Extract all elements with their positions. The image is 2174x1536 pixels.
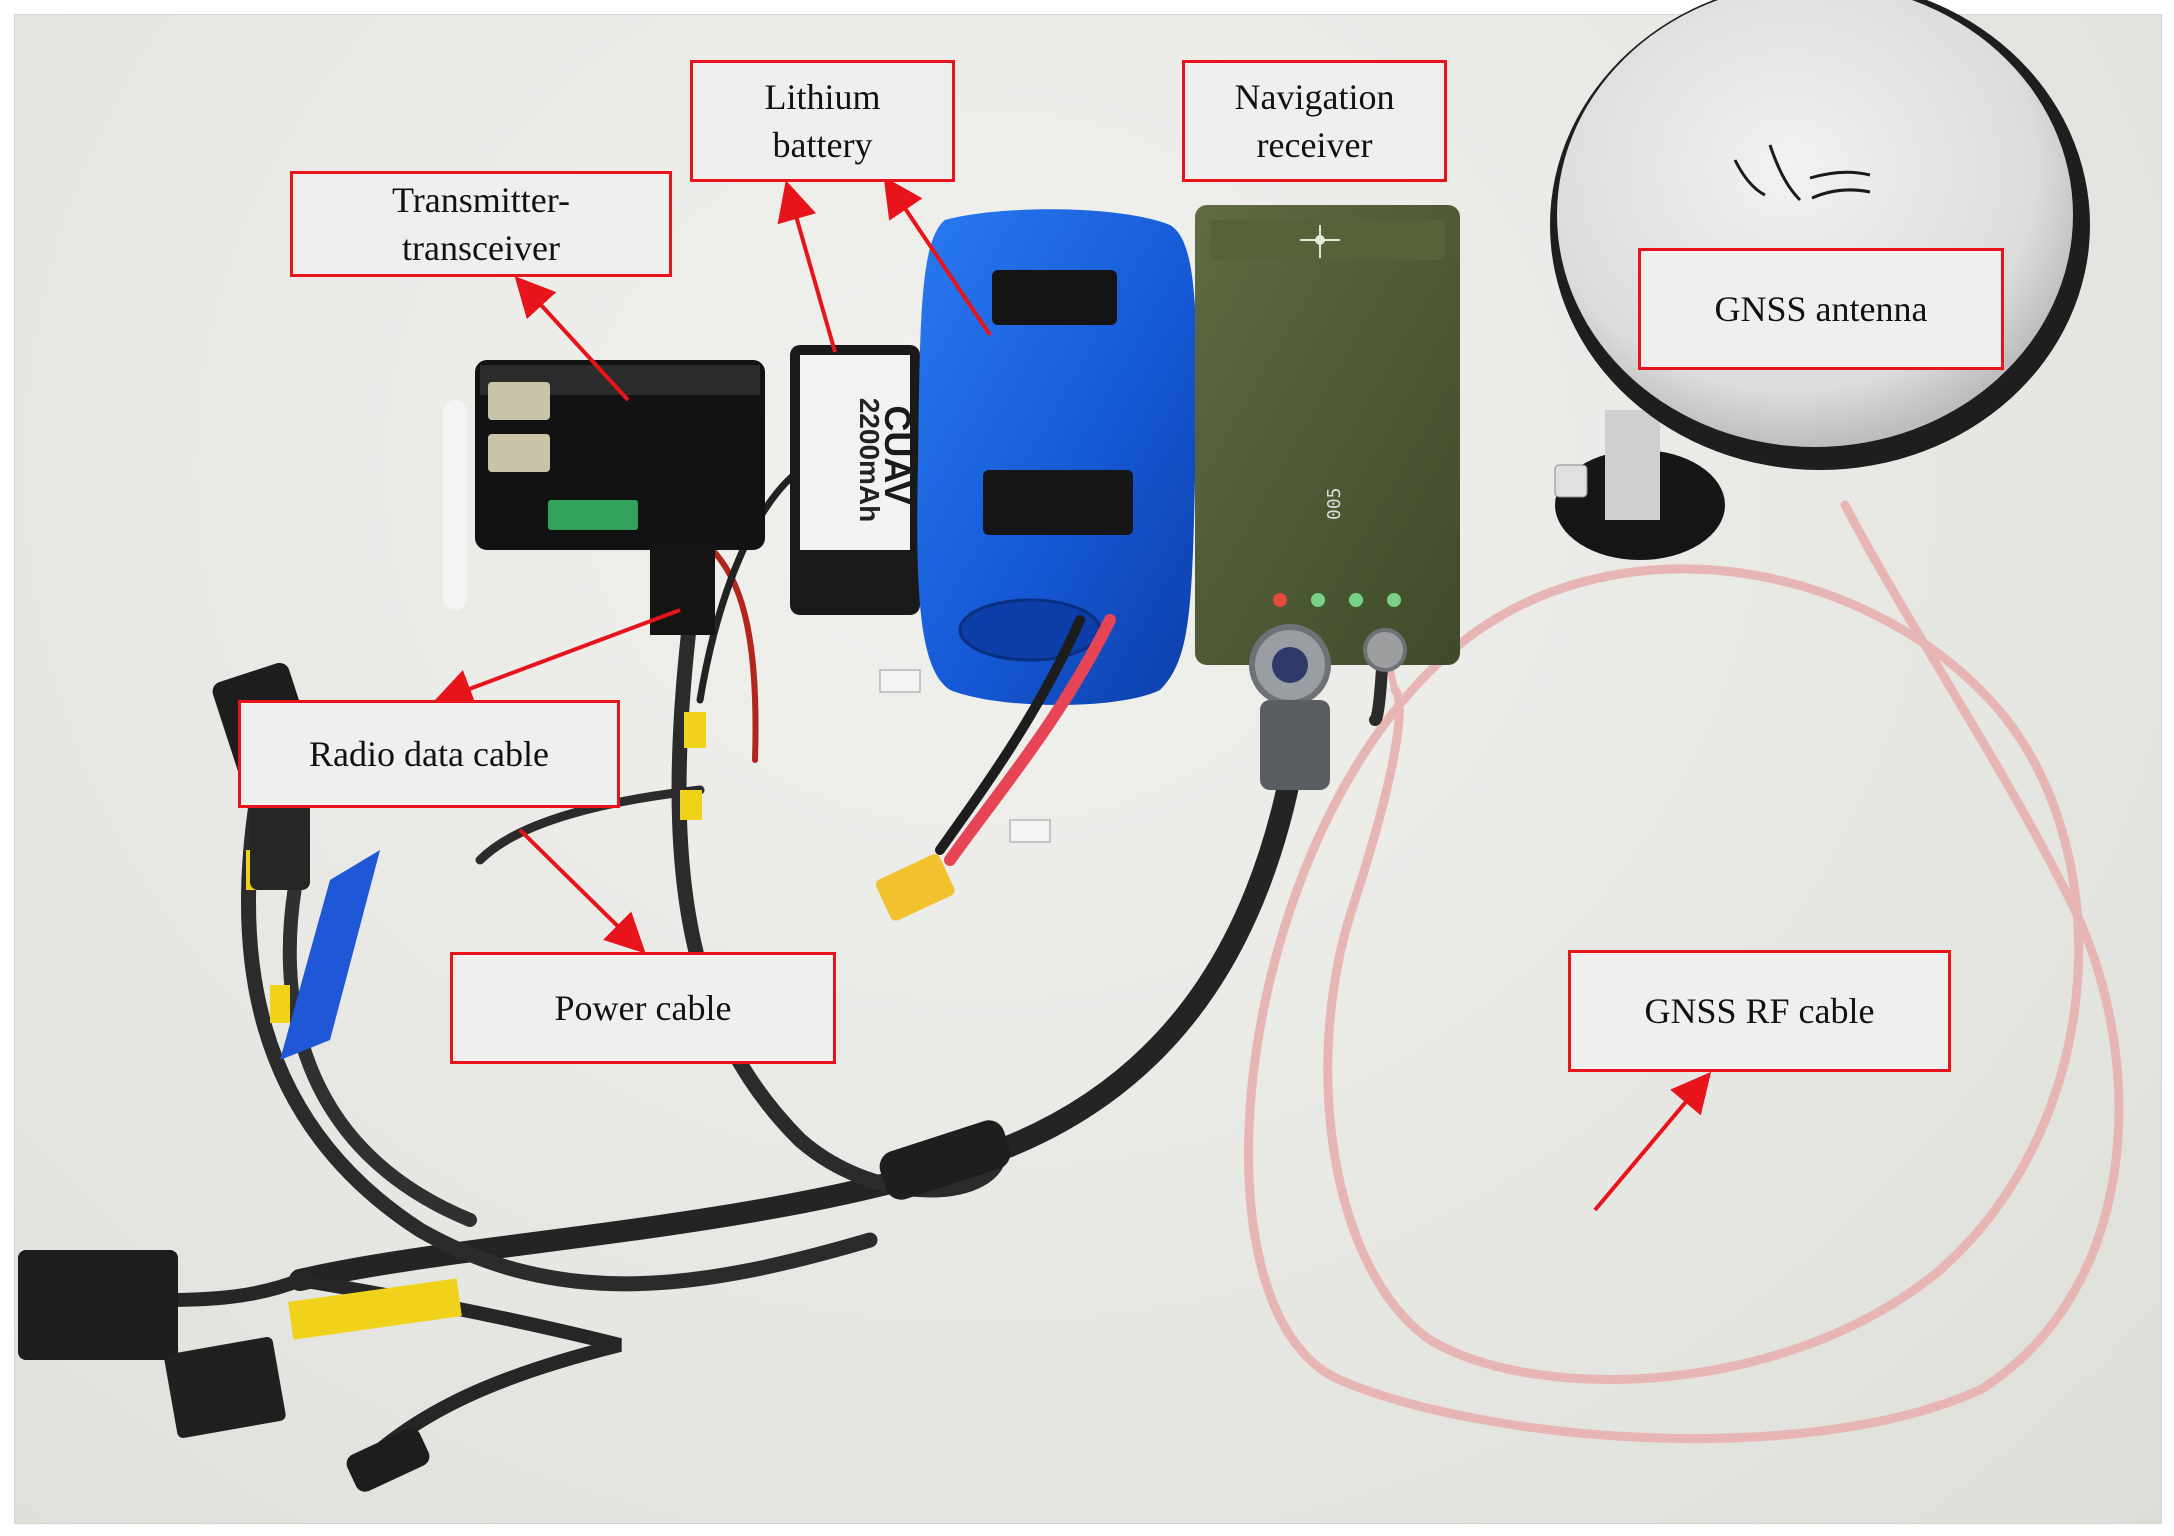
label-power-cable: Power cable <box>450 952 836 1064</box>
arrow-small-battery <box>777 180 837 353</box>
arrow-power-cable <box>518 828 646 954</box>
small-lithium-battery: 2200mAh CUAV <box>790 345 921 693</box>
label-gnss-rf-cable: GNSS RF cable <box>1568 950 1951 1072</box>
label-navigation-receiver: Navigation receiver <box>1182 60 1447 182</box>
battery-capacity-text: 2200mAh <box>854 398 885 523</box>
antenna-logo <box>1733 144 1871 202</box>
blue-lithium-battery <box>875 209 1197 921</box>
label-transmitter-transceiver: Transmitter- transceiver <box>290 171 672 277</box>
annotation-arrows <box>432 176 1712 1212</box>
label-gnss-antenna: GNSS antenna <box>1638 248 2004 370</box>
receiver-indicator-leds <box>1273 593 1401 607</box>
yellow-tape-markers <box>246 712 706 1340</box>
label-radio-data-cable: Radio data cable <box>238 700 620 808</box>
transceiver-device <box>443 360 765 635</box>
arrow-radio-cable <box>432 608 681 708</box>
receiver-id-text: 005 <box>1324 487 1345 520</box>
label-lithium-battery: Lithium battery <box>690 60 955 182</box>
junction-sleeve <box>879 1120 1011 1200</box>
arrow-transceiver <box>514 276 630 402</box>
arrow-blue-battery <box>883 176 992 337</box>
arrow-rf-cable <box>1593 1071 1712 1212</box>
battery-brand-text: CUAV <box>877 405 918 504</box>
navigation-receiver: 005 <box>1195 205 1460 790</box>
